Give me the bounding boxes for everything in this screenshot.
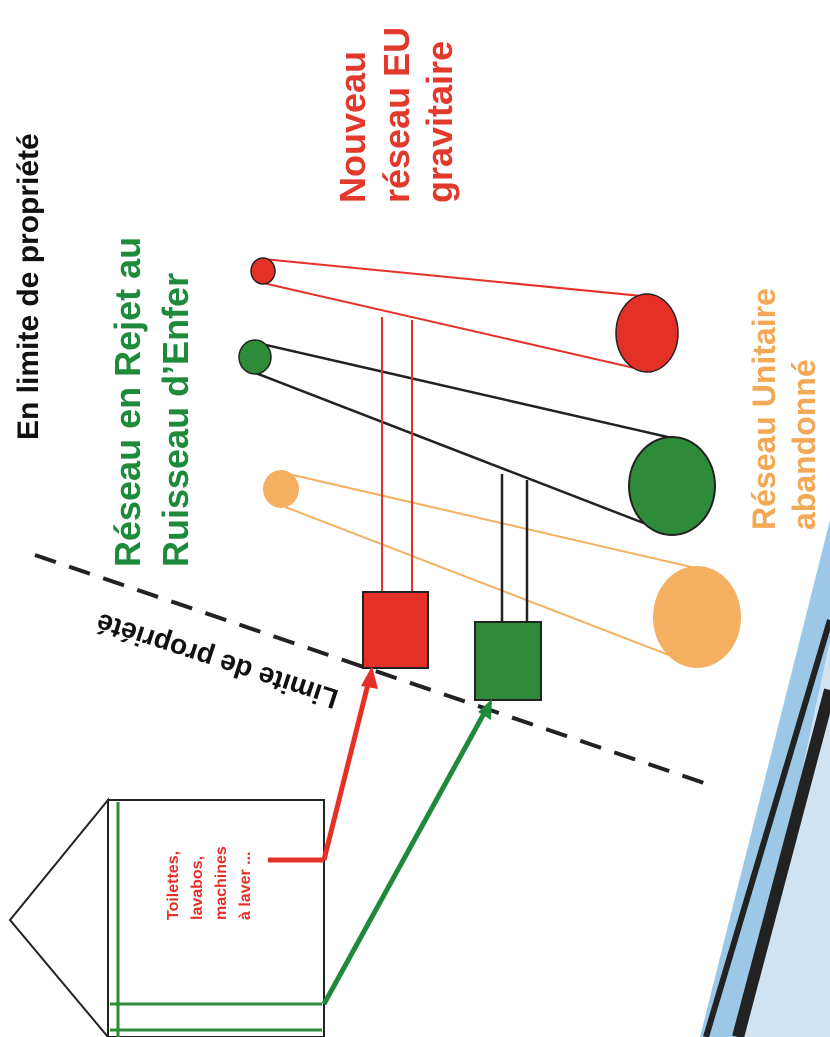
eu-label-line2: réseau EU	[376, 27, 417, 203]
eu-label-line1: Nouveau	[332, 51, 373, 203]
unitaire-pipe-end-large	[653, 566, 741, 668]
unitaire-label-line2: abandonné	[786, 359, 822, 530]
eu-pipe-end-large	[615, 293, 679, 373]
house-label-line4: à laver ...	[237, 852, 254, 921]
eu-pipe	[250, 257, 679, 373]
eu-inspection-box	[362, 591, 429, 669]
rejet-pipe	[238, 339, 716, 536]
property-limit-line	[34, 553, 711, 787]
rejet-label-line2: Ruisseau d’Enfer	[155, 273, 196, 567]
eu-connection-arrow	[321, 666, 378, 861]
eu-label-line3: gravitaire	[419, 41, 460, 203]
house-label-line3: machines	[213, 846, 230, 920]
property-limit-label: Limite de propriété	[92, 607, 341, 714]
house-label-line2: lavabos,	[189, 856, 206, 920]
house	[8, 797, 325, 1037]
eu-pipe-end-small	[250, 257, 276, 285]
rejet-inspection-box	[474, 621, 542, 701]
decorative-band	[700, 520, 830, 1037]
unitaire-label-line1: Réseau Unitaire	[746, 288, 782, 530]
house-label-line1: Toilettes,	[165, 851, 182, 920]
unitaire-pipe	[263, 470, 741, 668]
rejet-label-line1: Réseau en Rejet au	[107, 237, 148, 567]
rejet-pipe-end-large	[628, 436, 716, 536]
unitaire-pipe-end-small	[263, 470, 299, 508]
rejet-connection-arrow	[321, 699, 492, 1006]
rejet-pipe-end-small	[238, 339, 272, 375]
page-title: En limite de propriété	[12, 133, 45, 440]
